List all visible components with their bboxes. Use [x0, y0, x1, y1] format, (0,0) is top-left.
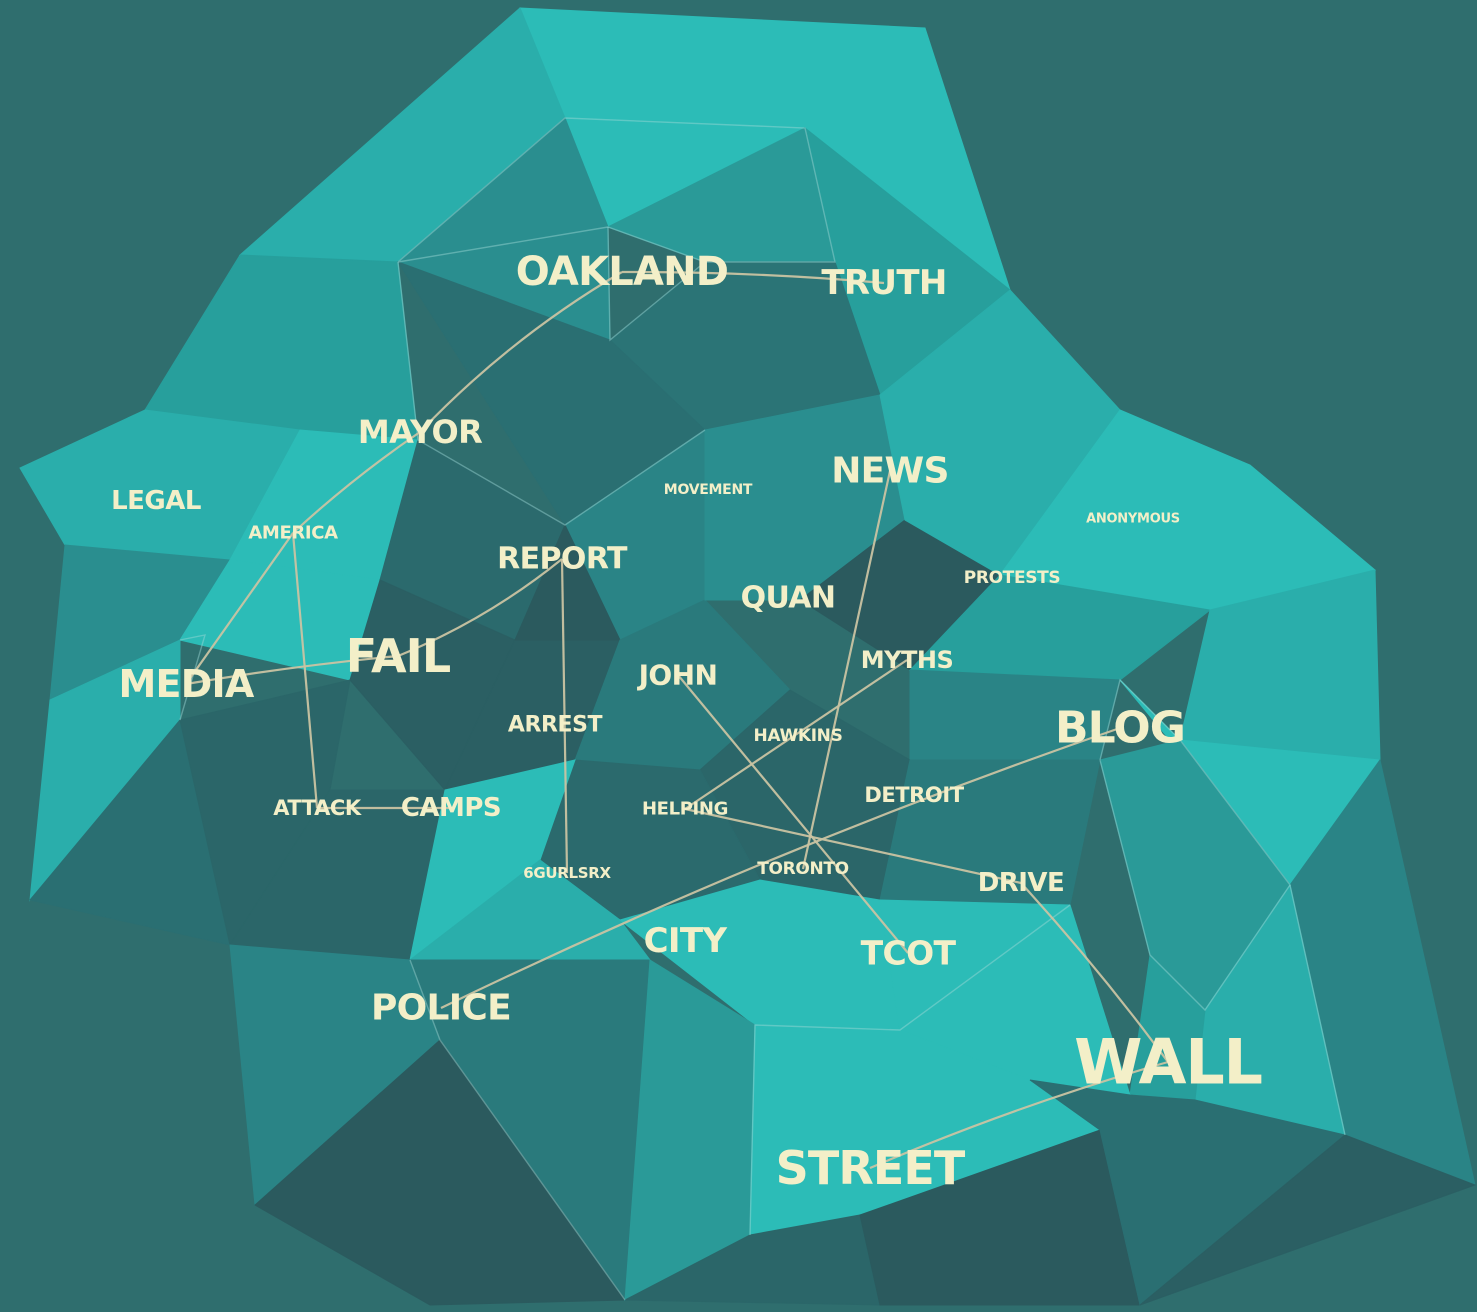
word-myths: MYTHS — [861, 646, 954, 674]
facet-outlines — [179, 117, 1346, 1301]
word-mayor: MAYOR — [358, 413, 482, 451]
word-helping: HELPING — [642, 799, 728, 820]
word-police: POLICE — [371, 988, 511, 1029]
link-helping-drive — [684, 807, 1022, 885]
word-protests: PROTESTS — [964, 568, 1061, 588]
background-facet — [879, 289, 1121, 576]
word-quan: QUAN — [741, 581, 836, 616]
word-city: CITY — [644, 921, 728, 961]
facet-outline — [1289, 884, 1346, 1136]
word-news: NEWS — [831, 451, 948, 492]
link-blog-police — [440, 726, 1121, 1009]
word-anonymous: ANONYMOUS — [1086, 512, 1180, 527]
word-detroit: DETROIT — [864, 783, 964, 807]
word-report: REPORT — [497, 542, 628, 577]
word-legal: LEGAL — [111, 486, 201, 516]
background-facet — [514, 523, 621, 641]
word-camps: CAMPS — [401, 793, 501, 823]
word-wall: WALL — [1074, 1026, 1262, 1099]
link-media-fail — [185, 654, 399, 686]
word-john: JOHN — [637, 659, 718, 692]
link-mayor-america — [292, 431, 421, 534]
word-fail: FAIL — [346, 629, 451, 683]
facet-outline — [397, 117, 836, 263]
word-toronto: TORONTO — [757, 859, 849, 879]
link-report-6gurlsrx — [560, 558, 569, 874]
facet-outline — [409, 959, 626, 1301]
word-tcot: TCOT — [861, 934, 957, 973]
facet-outline — [1099, 678, 1291, 1012]
link-wall-street — [869, 1060, 1169, 1170]
word-attack: ATTACK — [273, 796, 362, 820]
facet-outline — [607, 226, 706, 342]
background-facet — [254, 1039, 626, 1306]
facet-outline — [179, 634, 206, 721]
word-truth: TRUTH — [821, 263, 946, 303]
word-media: MEDIA — [118, 662, 254, 706]
word-blog: BLOG — [1055, 703, 1185, 754]
link-john-tcot — [677, 674, 909, 954]
faceted-background — [19, 7, 1477, 1306]
word-drive: DRIVE — [978, 868, 1065, 898]
word-6gurlsrx: 6GURLSRX — [523, 864, 611, 882]
link-drive-wall — [1020, 882, 1169, 1063]
word-hawkins: HAWKINS — [754, 726, 843, 746]
word-arrest: ARREST — [508, 713, 603, 738]
facet-outline — [397, 261, 706, 526]
word-oakland: OAKLAND — [516, 249, 728, 295]
link-america-media — [185, 532, 294, 685]
link-oakland-truth — [621, 270, 885, 285]
link-oakland-mayor — [419, 271, 623, 433]
word-america: AMERICA — [248, 523, 338, 544]
background-facet — [1139, 1134, 1477, 1306]
link-america-attack — [291, 532, 319, 809]
link-fail-report — [397, 558, 563, 658]
link-news-toronto — [801, 470, 892, 870]
word-street: STREET — [776, 1141, 966, 1195]
facet-outline — [749, 904, 1071, 1236]
word-labels: OAKLAND TRUTH MAYOR NEWS MOVEMENT LEGAL AMERIC… — [111, 249, 1263, 1195]
word-movement: MOVEMENT — [664, 482, 753, 498]
link-myths-helping — [684, 659, 908, 810]
word-links — [185, 270, 1169, 1170]
